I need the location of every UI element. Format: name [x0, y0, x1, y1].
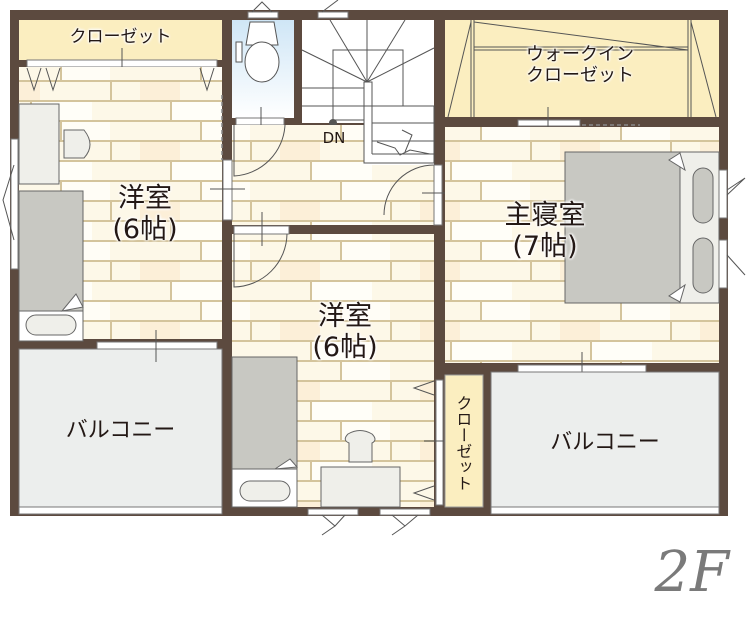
- master-bedroom-label: 主寝室 (7帖): [480, 200, 610, 262]
- bed-master: [564, 151, 682, 304]
- bed-left: [18, 190, 84, 312]
- stairs-down-label: DN: [322, 129, 346, 147]
- floor-label: 2F: [654, 540, 729, 605]
- closet-top-left-area: [19, 20, 222, 60]
- walk-in-closet-line1: ウォークイン: [526, 44, 634, 65]
- room-size: (7帖): [512, 231, 578, 263]
- walk-in-closet-line2: クローゼット: [526, 64, 634, 86]
- balcony-right-label: バルコニー: [550, 430, 660, 455]
- room-name: 主寝室: [504, 200, 586, 231]
- room-size: (6帖): [112, 214, 178, 246]
- room-name: 洋室: [118, 183, 172, 214]
- closet-center-label: クローゼット: [453, 394, 473, 491]
- desk-center: [320, 466, 401, 508]
- western-room-center-label: 洋室 (6帖): [290, 301, 400, 363]
- toilet-icon: [244, 41, 280, 83]
- chair-center: [344, 430, 376, 463]
- chair-left: [63, 129, 91, 159]
- room-size: (6帖): [312, 332, 378, 364]
- room-name: 洋室: [318, 301, 372, 332]
- bed-center: [231, 356, 298, 470]
- balcony-left-area: [18, 348, 223, 508]
- desk-left: [18, 103, 60, 185]
- walk-in-closet-label: ウォークイン クローゼット: [490, 44, 670, 86]
- balcony-left-label: バルコニー: [65, 418, 176, 443]
- closet-top-left-label: クローゼット: [69, 27, 172, 47]
- balcony-right-area: [490, 371, 720, 508]
- western-room-left-label: 洋室 (6帖): [90, 183, 200, 245]
- closet-center-area: [444, 374, 484, 508]
